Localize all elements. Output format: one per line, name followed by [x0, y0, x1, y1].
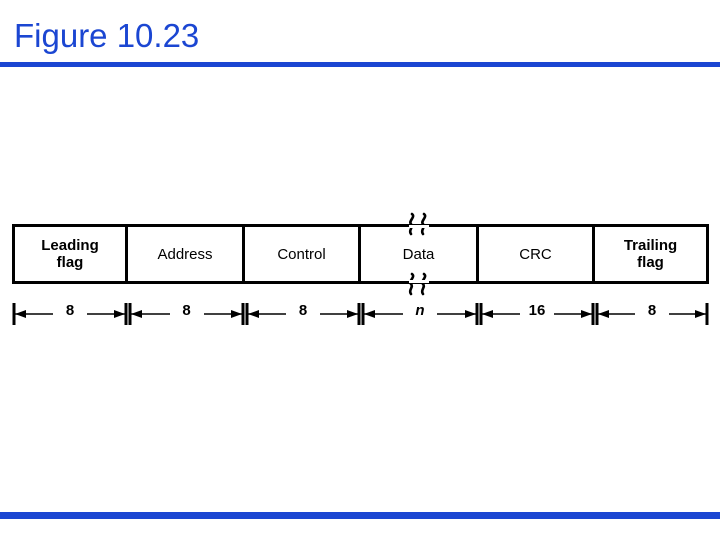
bit-width-label: 8	[169, 302, 204, 320]
break-squiggle-bottom-icon	[408, 272, 429, 296]
bit-width-segment-control: 8	[245, 300, 361, 328]
frame-field-crc: CRC	[479, 227, 595, 281]
bit-width-segment-crc: 16	[479, 300, 595, 328]
bit-width-segment-address: 8	[128, 300, 245, 328]
frame-field-label: Trailing flag	[623, 237, 678, 271]
bit-width-label: 8	[286, 302, 320, 320]
frame-field-control: Control	[245, 227, 361, 281]
frame-field-label: CRC	[519, 245, 552, 263]
frame-field-address: Address	[128, 227, 245, 281]
frame-field-leading-flag: Leading flag	[15, 227, 128, 281]
frame-field-row: Leading flag Address Control Data	[12, 212, 709, 296]
frame-field-label: Leading flag	[41, 237, 99, 271]
frame-field-label: Control	[277, 245, 326, 263]
break-squiggle-top-icon	[408, 212, 429, 236]
bit-width-segment-data: n	[361, 300, 479, 328]
page-title: Figure 10.23	[14, 17, 200, 54]
frame-field-data: Data	[361, 212, 479, 296]
bit-width-label: 16	[520, 302, 554, 320]
bit-width-segment-leading-flag: 8	[12, 300, 128, 328]
frame-field-trailing-flag: Trailing flag	[595, 227, 706, 281]
dimension-arrow-icon	[479, 303, 595, 325]
bit-width-dimension-row: 8 8 8	[12, 300, 709, 328]
bit-width-label: 8	[53, 302, 87, 320]
bit-width-label: 8	[635, 302, 669, 320]
frame-field-label: Address	[157, 245, 213, 263]
bit-width-segment-trailing-flag: 8	[595, 300, 709, 328]
bit-width-label: n	[403, 302, 437, 320]
title-underline-rule	[0, 62, 720, 67]
frame-field-label: Data	[402, 245, 435, 263]
footer-rule	[0, 512, 720, 519]
